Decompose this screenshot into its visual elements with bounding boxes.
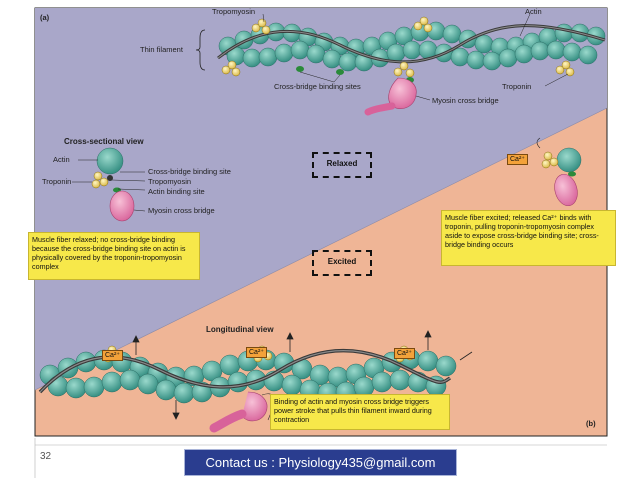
cs-label-actin: Actin: [53, 155, 70, 164]
calcium-tag-1: Ca²⁺: [102, 350, 123, 361]
label-troponin: Troponin: [502, 82, 532, 91]
relaxed-note: Muscle fiber relaxed; no cross-bridge bi…: [28, 232, 200, 280]
relaxed-label: Relaxed: [312, 152, 372, 178]
cross-section-title: Cross-sectional view: [64, 137, 144, 146]
page-number: 32: [40, 451, 52, 462]
excited-cross-section: [536, 137, 582, 207]
label-thin-filament: Thin filament: [140, 45, 183, 54]
cs-label-actin-binding-site: Actin binding site: [148, 187, 205, 196]
cross-section-figure: [72, 147, 146, 222]
contact-banner[interactable]: Contact us : Physiology435@gmail.com: [184, 449, 457, 476]
panel-a-tag: (a): [40, 13, 50, 22]
cs-label-tropomyosin: Tropomyosin: [148, 177, 192, 186]
thin-filament-top: [217, 16, 606, 116]
label-myosin-cross-bridge: Myosin cross bridge: [432, 96, 499, 105]
longitudinal-title: Longitudinal view: [206, 325, 274, 334]
cs-label-myosin-cross-bridge: Myosin cross bridge: [148, 206, 215, 215]
label-cross-bridge-sites: Cross-bridge binding sites: [274, 82, 361, 91]
label-tropomyosin: Tropomyosin: [212, 7, 256, 16]
binding-note: Binding of actin and myosin cross bridge…: [270, 394, 450, 430]
label-actin: Actin: [525, 7, 542, 16]
excited-note: Muscle fiber excited; released Ca²⁺ bind…: [441, 210, 616, 266]
calcium-tag-2: Ca²⁺: [246, 347, 267, 358]
excited-label: Excited: [312, 250, 372, 276]
panel-b-tag: (b): [586, 419, 596, 428]
cs-label-troponin: Troponin: [42, 177, 72, 186]
cs-label-cross-bridge-site: Cross-bridge binding site: [148, 167, 231, 176]
calcium-tag-3: Ca²⁺: [394, 348, 415, 359]
calcium-tag-excited: Ca²⁺: [507, 154, 528, 165]
